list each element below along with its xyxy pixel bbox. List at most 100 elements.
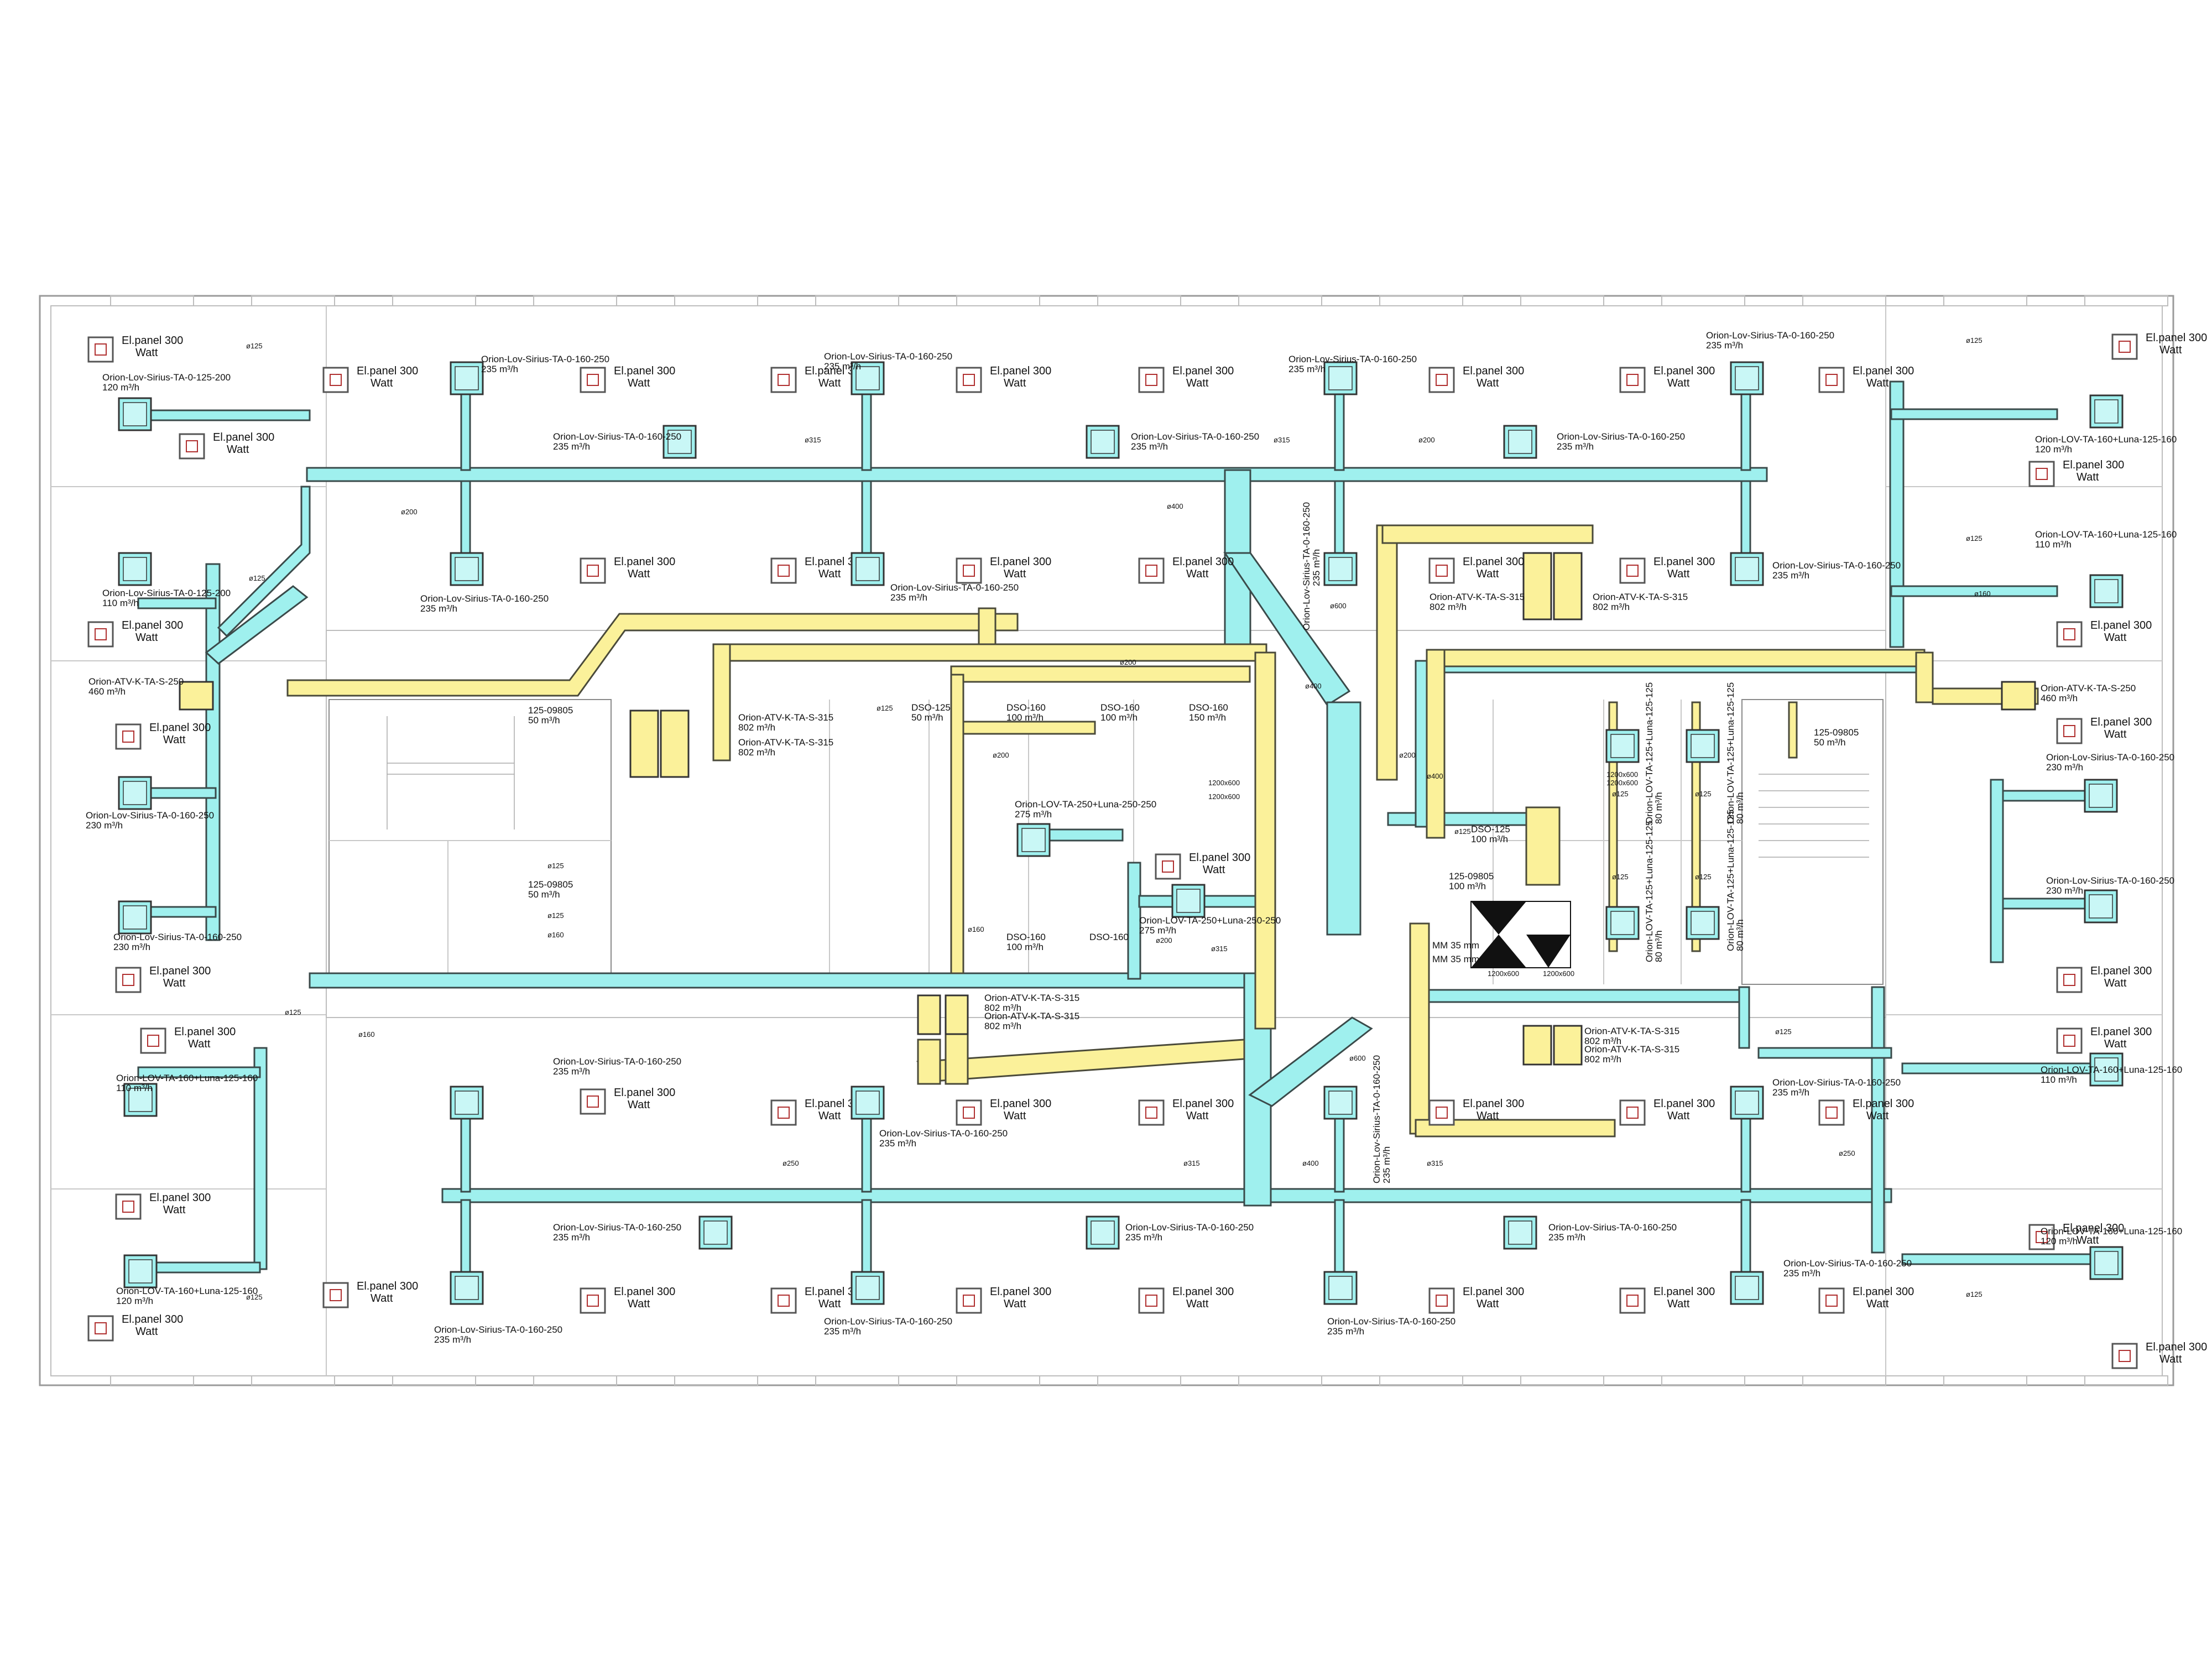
panel-label: El.panel 300	[2146, 1341, 2207, 1353]
panel-label: Watt	[818, 1110, 841, 1122]
label-bot-8: Orion-Lov-Sirius-TA-0-160-250	[434, 1324, 562, 1335]
label-flow: 235 m³/h	[1381, 1146, 1392, 1183]
panel-label: Watt	[2077, 471, 2099, 483]
panel-label: El.panel 300	[2063, 1222, 2124, 1234]
panel-label: El.panel 300	[357, 365, 418, 377]
label-room-r3: Orion-Lov-Sirius-TA-0-160-250	[2046, 752, 2174, 763]
panel-label: Watt	[628, 1099, 650, 1111]
label-flow: 110 m³/h	[2035, 539, 2072, 550]
panel-label: Watt	[1004, 1110, 1026, 1122]
panel-label: Watt	[371, 1292, 393, 1305]
label-lov-250-1: Orion-LOV-TA-250+Luna-250-250	[1015, 799, 1156, 810]
panel-label: El.panel 300	[805, 556, 866, 568]
panel-label: El.panel 300	[614, 365, 675, 377]
panel-label: Watt	[628, 1298, 650, 1310]
label-flow: 275 m³/h	[1015, 809, 1052, 820]
label-flow: 235 m³/h	[1311, 549, 1322, 586]
label-dso-1: DSO-160	[1006, 702, 1046, 713]
air-handling-unit-icon	[1553, 552, 1583, 620]
label-mid-1: Orion-Lov-Sirius-TA-0-160-250	[420, 593, 549, 604]
dim-tag: ø160	[358, 1030, 375, 1039]
label-lov-250-2: Orion-LOV-TA-250+Luna-250-250	[1139, 915, 1281, 926]
label-bot-5: Orion-Lov-Sirius-TA-0-160-250	[1125, 1222, 1254, 1233]
exhaust-duct-network	[286, 524, 2039, 1138]
supply-valve-icon	[1323, 1271, 1358, 1305]
label-flow: 120 m³/h	[2035, 444, 2072, 455]
panel-label: Watt	[1186, 568, 1209, 580]
label-atv-7: Orion-ATV-K-TA-S-315	[1584, 1026, 1679, 1036]
panel-label: El.panel 300	[122, 335, 183, 347]
supply-valve-icon	[450, 361, 484, 395]
dim-tag: ø400	[1167, 502, 1183, 510]
panel-label: Watt	[1477, 1298, 1499, 1310]
label-top-3: Orion-Lov-Sirius-TA-0-160-250	[1288, 354, 1417, 364]
supply-valve-icon	[1323, 361, 1358, 395]
panel-label: El.panel 300	[805, 365, 866, 377]
panel-label: El.panel 300	[1853, 1098, 1914, 1110]
dim-tag: ø250	[782, 1159, 799, 1167]
label-vert-4: Orion-LOV-TA-125+Luna-125-125	[1725, 682, 1736, 824]
label-top-4: Orion-Lov-Sirius-TA-0-160-250	[1706, 330, 1834, 341]
label-vert-6: Orion-LOV-TA-125+Luna-125-125	[1725, 810, 1736, 951]
dim-tag: ø125	[1695, 873, 1712, 881]
label-flow: 230 m³/h	[113, 942, 150, 952]
label-flow: 235 m³/h	[890, 592, 927, 603]
air-handling-units	[179, 552, 2036, 1066]
panel-label: Watt	[818, 377, 841, 389]
panel-label: Watt	[135, 632, 158, 644]
label-room-6: Orion-LOV-TA-160+Luna-125-160	[116, 1286, 258, 1296]
label-atv-4: Orion-ATV-K-TA-S-315	[1593, 592, 1688, 602]
panel-label: Watt	[1667, 568, 1690, 580]
label-room-r5: Orion-LOV-TA-160+Luna-125-160	[2041, 1065, 2182, 1075]
supply-valves	[118, 361, 2124, 1305]
label-vert-5: Orion-LOV-TA-125+Luna-125-125	[1644, 821, 1655, 962]
dim-tag: ø315	[1427, 1159, 1443, 1167]
label-flow: 110 m³/h	[102, 598, 139, 608]
label-room-r2: Orion-LOV-TA-160+Luna-125-160	[2035, 529, 2177, 540]
label-atv-1: Orion-ATV-K-TA-S-315	[738, 712, 833, 723]
label-room-3: Orion-Lov-Sirius-TA-0-160-250	[86, 810, 214, 821]
panel-label: Watt	[2104, 1038, 2127, 1050]
label-room-r6: Orion-LOV-TA-160+Luna-125-160	[2041, 1226, 2182, 1237]
panel-label: El.panel 300	[990, 556, 1051, 568]
label-bot-10: Orion-Lov-Sirius-TA-0-160-250	[1327, 1316, 1455, 1327]
label-atv-5: Orion-ATV-K-TA-S-315	[984, 993, 1079, 1003]
panel-label: Watt	[1866, 1110, 1889, 1122]
supply-valve-icon	[1605, 729, 1640, 763]
air-handling-unit-icon	[660, 709, 690, 778]
label-flow: 802 m³/h	[1584, 1036, 1621, 1046]
dim-tag: ø125	[1966, 336, 1983, 345]
dim-tag: ø315	[1274, 436, 1290, 444]
supply-valve-icon	[118, 900, 152, 935]
supply-valve-icon	[1730, 552, 1764, 586]
label-top-2: Orion-Lov-Sirius-TA-0-160-250	[824, 351, 952, 362]
label-flow: 50 m³/h	[528, 715, 560, 726]
label-atv-3: Orion-ATV-K-TA-S-315	[1430, 592, 1525, 602]
dim-tag: ø125	[285, 1008, 301, 1016]
label-flow: 235 m³/h	[824, 361, 861, 372]
label-flow: 802 m³/h	[1430, 602, 1467, 612]
label-vert-2: Orion-Lov-Sirius-TA-0-160-250	[1371, 1055, 1382, 1183]
supply-valve-icon	[2089, 1246, 2124, 1280]
label-flow: 150 m³/h	[1189, 712, 1226, 723]
supply-valve-icon	[1605, 906, 1640, 940]
label-mm-2: MM 35 mm	[1432, 954, 1479, 964]
panel-label: El.panel 300	[1463, 365, 1524, 377]
supply-valve-icon	[662, 425, 697, 459]
panel-label: Watt	[628, 377, 650, 389]
panel-label: El.panel 300	[149, 722, 211, 734]
supply-valve-icon	[1730, 361, 1764, 395]
panel-label: Watt	[1203, 864, 1225, 876]
panel-label: El.panel 300	[149, 965, 211, 977]
label-flow: 235 m³/h	[1125, 1232, 1162, 1243]
